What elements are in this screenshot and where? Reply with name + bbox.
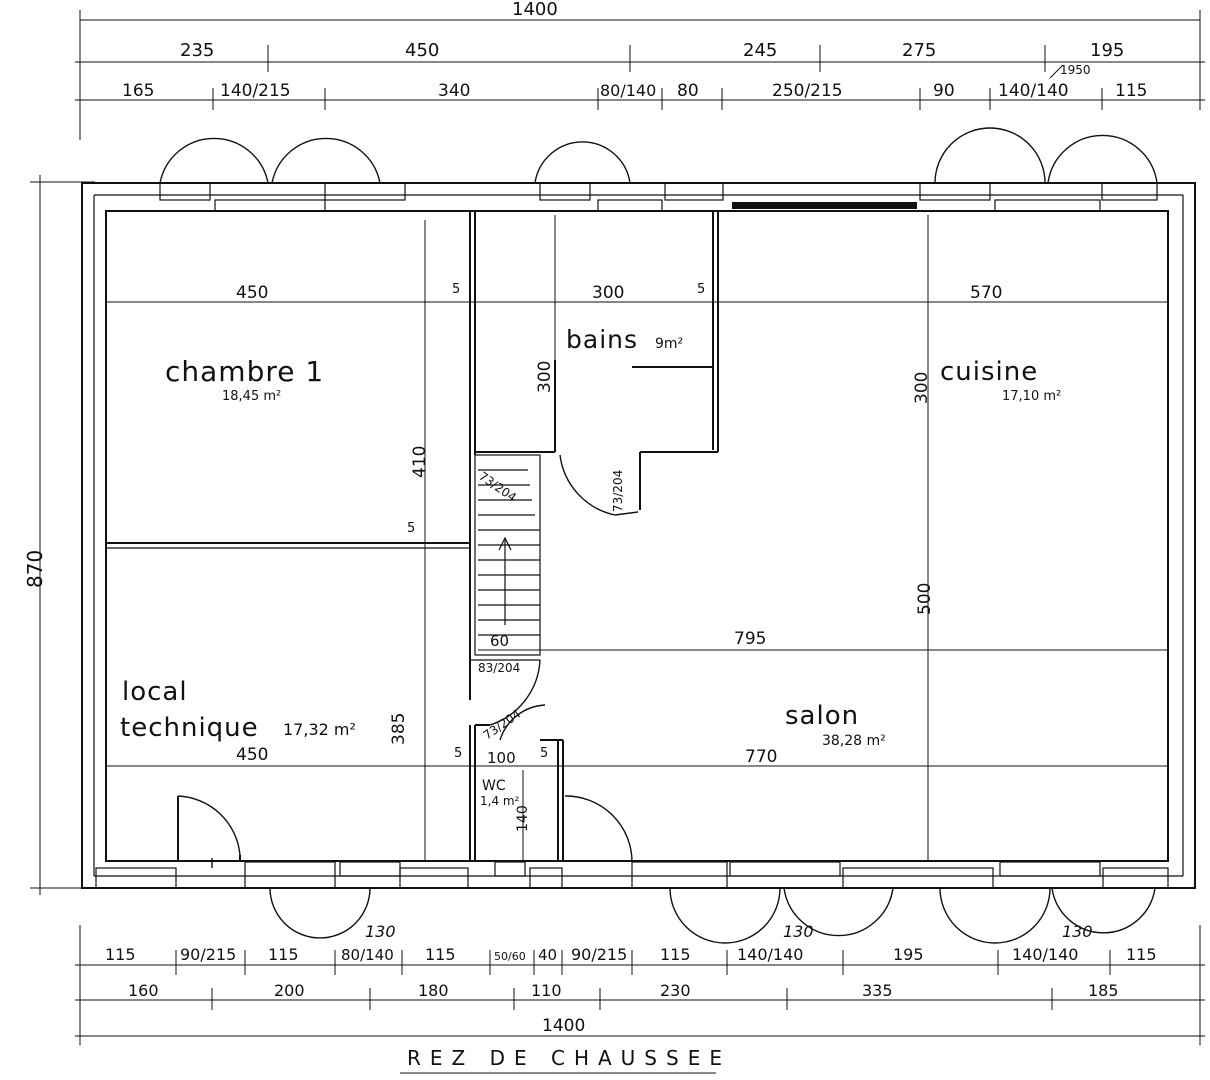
top-row2-dim: 165 — [122, 81, 154, 101]
interior-dim: 5 — [452, 282, 460, 297]
bottom-total-dim: 1400 — [542, 1016, 585, 1036]
bottom-dimensions: 115 90/215 115 80/140 115 50/60 40 90/21… — [75, 925, 1205, 1045]
window-markers: 130 130 130 — [365, 922, 1093, 941]
bottom-row2-dim: 200 — [274, 981, 305, 1000]
bottom-row1-dim: 115 — [660, 945, 691, 964]
room-name-technique: technique — [120, 713, 259, 743]
top-total-dim: 1400 — [512, 0, 558, 20]
bottom-row2-dim: 180 — [418, 981, 449, 1000]
bottom-row2-dim: 335 — [862, 981, 893, 1000]
interior-dim: 500 — [915, 583, 935, 615]
room-area-cuisine: 17,10 m² — [1002, 389, 1061, 404]
window-marker: 130 — [783, 922, 814, 941]
room-name-chambre: chambre 1 — [165, 355, 324, 388]
bottom-row2-dim: 185 — [1088, 981, 1119, 1000]
top-row2-dim: 250/215 — [772, 81, 843, 101]
top-dimensions: 1400 235 450 245 275 195 1950 165 140/21… — [75, 0, 1205, 140]
room-name-cuisine: cuisine — [940, 357, 1038, 387]
top-row2-dim: 115 — [1115, 81, 1147, 101]
door-label: 83/204 — [478, 661, 520, 675]
top-row2-dim: 340 — [438, 81, 470, 101]
room-area-local: 17,32 m² — [283, 720, 356, 739]
bottom-windows — [95, 861, 1169, 889]
bottom-row1-dim: 50/60 — [494, 950, 526, 963]
interior-dim: 385 — [389, 713, 409, 745]
left-dimension: 870 — [23, 175, 95, 895]
room-name-local: local — [122, 677, 188, 707]
bottom-row1-dim: 115 — [425, 945, 456, 964]
bottom-row1-dim: 90/215 — [571, 945, 627, 964]
room-labels: chambre 1 18,45 m² bains 9m² cuisine 17,… — [120, 325, 1061, 808]
window-marker: 130 — [365, 922, 396, 941]
bottom-row2-dim: 110 — [531, 981, 562, 1000]
bottom-row1-dim: 90/215 — [180, 945, 236, 964]
room-name-wc: WC — [482, 778, 506, 794]
bottom-row1-dim: 140/140 — [737, 945, 803, 964]
bottom-row2-dim: 230 — [660, 981, 691, 1000]
top-note-dim: 1950 — [1060, 63, 1091, 77]
interior-dim: 60 — [490, 632, 509, 650]
top-windows — [159, 182, 1158, 212]
interior-dim: 5 — [454, 746, 462, 761]
window-arcs — [159, 127, 1158, 944]
interior-dim: 300 — [535, 361, 555, 393]
interior-dim: 570 — [970, 283, 1002, 303]
room-name-salon: salon — [785, 701, 859, 731]
interior-dim: 100 — [487, 749, 516, 767]
interior-dim: 450 — [236, 745, 268, 765]
top-row1-dim: 245 — [743, 40, 777, 61]
interior-dim: 410 — [410, 446, 430, 478]
top-row2-dim: 80 — [677, 81, 699, 101]
window-marker: 130 — [1062, 922, 1093, 941]
door-label: 73/204 — [611, 470, 625, 512]
bottom-row1-dim: 115 — [268, 945, 299, 964]
plan-title: REZ DE CHAUSSEE — [407, 1046, 731, 1070]
interior-dim: 5 — [697, 282, 705, 297]
top-row1-dim: 195 — [1090, 40, 1124, 61]
interior-dim: 450 — [236, 283, 268, 303]
top-row1-dim: 450 — [405, 40, 439, 61]
room-area-salon: 38,28 m² — [822, 733, 886, 749]
interior-dim: 300 — [592, 283, 624, 303]
door-label: 73/204 — [476, 469, 519, 505]
top-row2-dim: 90 — [933, 81, 955, 101]
top-row2-dim: 140/215 — [220, 81, 291, 101]
interior-doors — [177, 454, 639, 868]
bottom-row1-dim: 115 — [1126, 945, 1157, 964]
interior-dim: 300 — [912, 372, 932, 404]
interior-dim: 795 — [734, 629, 766, 649]
interior-dim: 5 — [407, 521, 415, 536]
room-area-bains: 9m² — [655, 336, 683, 352]
top-row1-dim: 275 — [902, 40, 936, 61]
room-area-wc: 1,4 m² — [480, 794, 520, 808]
bottom-row2-dim: 160 — [128, 981, 159, 1000]
door-labels: 73/204 73/204 83/204 73/204 — [476, 469, 625, 742]
left-total-dim: 870 — [23, 550, 47, 588]
interior-walls — [106, 211, 719, 862]
bottom-row1-dim: 140/140 — [1012, 945, 1078, 964]
bottom-row1-dim: 40 — [538, 946, 557, 964]
top-row1-dim: 235 — [180, 40, 214, 61]
room-name-bains: bains — [566, 325, 638, 354]
top-row2-dim: 80/140 — [600, 81, 656, 100]
stair-treads — [478, 469, 540, 636]
top-row2-dim: 140/140 — [998, 81, 1069, 101]
bottom-row1-dim: 115 — [105, 945, 136, 964]
interior-dim: 770 — [745, 747, 777, 767]
bottom-row1-dim: 80/140 — [341, 946, 394, 964]
interior-dim: 5 — [540, 746, 548, 761]
interior-dimensions: 450 5 300 5 570 60 795 450 5 100 5 770 4… — [106, 215, 1168, 860]
room-area-chambre: 18,45 m² — [222, 389, 281, 404]
bottom-row1-dim: 195 — [893, 945, 924, 964]
interior-dim: 140 — [515, 805, 531, 832]
